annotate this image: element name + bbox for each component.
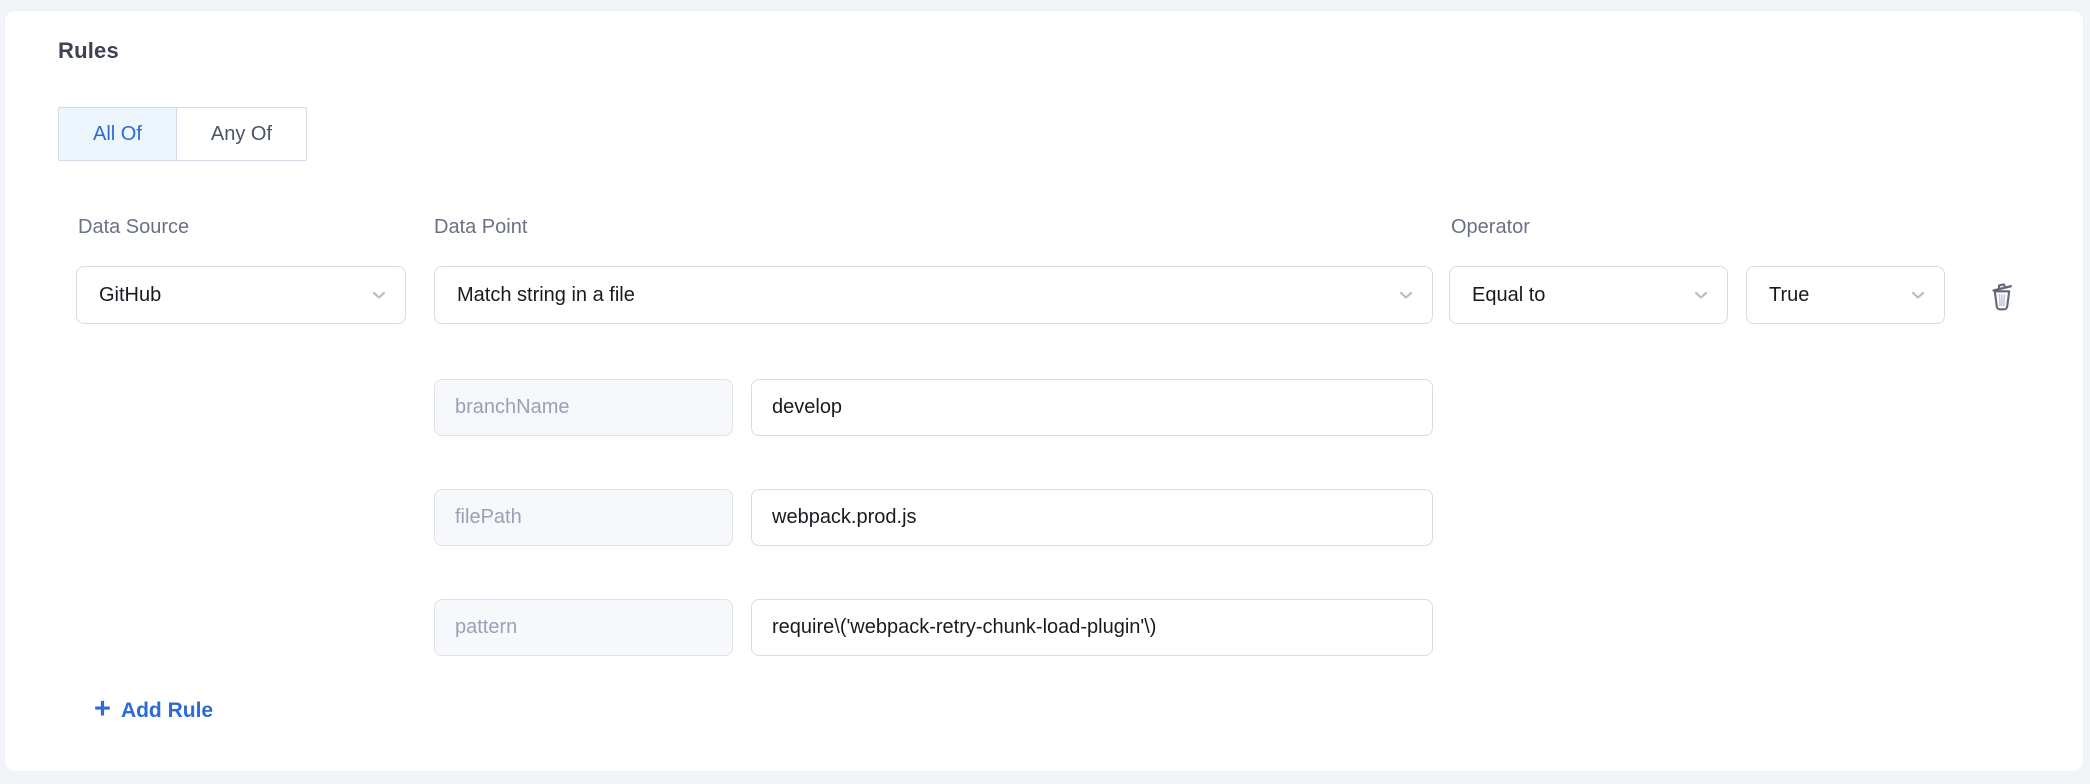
add-rule-label: Add Rule xyxy=(120,699,214,722)
param-key-pattern xyxy=(434,599,733,656)
rules-panel: Rules All Of Any Of Data Source Data Poi… xyxy=(4,10,2084,772)
chevron-down-icon xyxy=(1399,291,1413,299)
operator-value: Equal to xyxy=(1472,283,1546,306)
add-rule-button[interactable]: + Add Rule xyxy=(94,693,214,725)
data-source-label: Data Source xyxy=(78,216,190,238)
data-point-label: Data Point xyxy=(434,216,528,238)
param-key-branch-name xyxy=(434,379,733,436)
data-source-select[interactable]: GitHub xyxy=(76,266,406,324)
plus-icon: + xyxy=(94,693,111,725)
operator-label: Operator xyxy=(1451,216,1530,238)
delete-rule-button[interactable] xyxy=(1979,275,2025,317)
toggle-any-of[interactable]: Any Of xyxy=(175,107,308,161)
operator-select[interactable]: Equal to xyxy=(1449,266,1728,324)
chevron-down-icon xyxy=(1694,291,1708,299)
toggle-all-of[interactable]: All Of xyxy=(58,107,176,161)
param-value-branch-name[interactable] xyxy=(751,379,1433,436)
expected-value: True xyxy=(1769,283,1810,306)
chevron-down-icon xyxy=(1911,291,1925,299)
data-point-select[interactable]: Match string in a file xyxy=(434,266,1433,324)
match-mode-toggle: All Of Any Of xyxy=(58,107,308,161)
chevron-down-icon xyxy=(372,291,386,299)
data-source-value: GitHub xyxy=(99,283,162,306)
trash-icon xyxy=(1992,283,2012,311)
param-key-file-path xyxy=(434,489,733,546)
data-point-value: Match string in a file xyxy=(457,283,635,306)
param-value-file-path[interactable] xyxy=(751,489,1433,546)
rules-heading: Rules xyxy=(58,38,119,63)
expected-value-select[interactable]: True xyxy=(1746,266,1945,324)
param-value-pattern[interactable] xyxy=(751,599,1433,656)
